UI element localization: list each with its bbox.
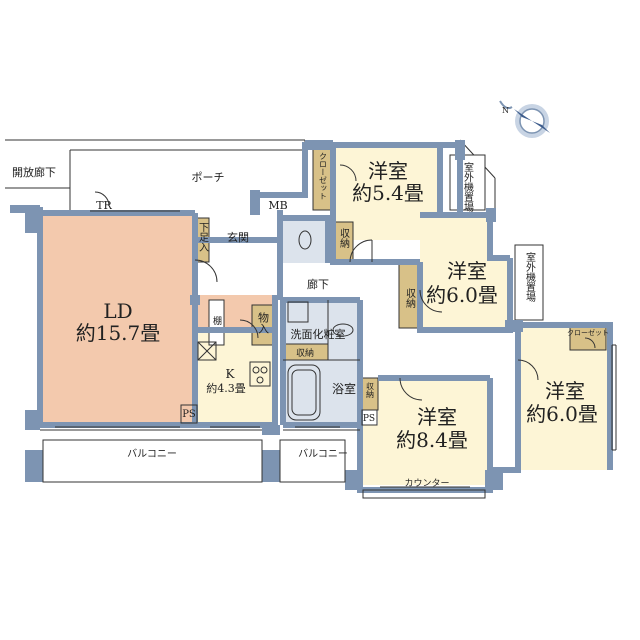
k-name: K (226, 367, 236, 381)
ps-1-box (180, 404, 198, 424)
windows (55, 210, 617, 488)
bed4-name: 洋室 (545, 379, 585, 403)
ld-size: 約15.7畳 (76, 321, 161, 345)
columns (10, 140, 523, 490)
storage-3-label: 収納 (296, 347, 314, 359)
bath-label: 浴室 (332, 381, 356, 396)
k-size: 約4.3畳 (206, 381, 246, 395)
pantry-label: 物入 (257, 311, 270, 334)
storage-1-label: 収納 (338, 228, 350, 249)
bed3-name: 洋室 (417, 405, 457, 429)
outdoor-unit-2-area (514, 244, 544, 321)
mb-label: MB (268, 199, 287, 212)
bed1-name: 洋室 (368, 159, 408, 183)
compass-icon: N (499, 100, 550, 138)
open-corridor-label: 開放廊下 (12, 165, 56, 179)
bed3-size: 約8.4畳 (396, 428, 468, 452)
porch-label: ポーチ (192, 171, 225, 184)
fixtures (197, 230, 354, 421)
closet-h-label: クローゼット (567, 328, 609, 337)
ps-2-label: PS (363, 414, 375, 424)
shoe-box-label: 下足入 (197, 222, 209, 252)
hallway-floor (195, 240, 420, 378)
bed2-size: 約6.0畳 (426, 283, 498, 307)
counter-label: カウンター (404, 478, 449, 489)
outdoor-unit-2-label: 室外機置場 (524, 251, 536, 303)
storage-4-label: 収納 (366, 381, 375, 399)
bathtub (287, 364, 321, 421)
bed4-size: 約6.0畳 (526, 402, 598, 426)
bed4-floor (518, 325, 610, 470)
washer (287, 301, 309, 323)
outdoor-unit-1-label: 室外機置場 (462, 161, 474, 213)
sink (332, 323, 354, 337)
bed1-size: 約5.4畳 (352, 181, 424, 205)
toilet-floor (283, 218, 328, 263)
ps-1-label: PS (182, 409, 196, 420)
svg-text:N: N (502, 106, 509, 115)
bed2-name: 洋室 (447, 259, 487, 283)
storage-2-label: 収納 (404, 288, 416, 309)
bed3-floor (360, 378, 490, 485)
tr-label: TR (96, 199, 112, 212)
balconies (42, 439, 486, 499)
outdoor-unit-1-area (449, 154, 486, 211)
fridge (197, 341, 217, 361)
ld-name: LD (103, 299, 132, 323)
ps-2-box (361, 409, 378, 426)
balcony-2-label: バルコニー (298, 448, 348, 460)
hallway-label: 廊下 (307, 277, 329, 291)
balcony-1-label: バルコニー (127, 448, 177, 460)
stove (249, 361, 271, 387)
closet-v-label: クローゼット (319, 152, 328, 200)
entrance-label: 玄関 (227, 230, 249, 244)
bed1-floor (333, 148, 440, 262)
washroom-label: 洗面化粧室 (291, 327, 346, 341)
doors (94, 164, 596, 401)
toilet (298, 230, 312, 250)
shelf-label: 棚 (211, 315, 222, 326)
floors (40, 148, 610, 485)
